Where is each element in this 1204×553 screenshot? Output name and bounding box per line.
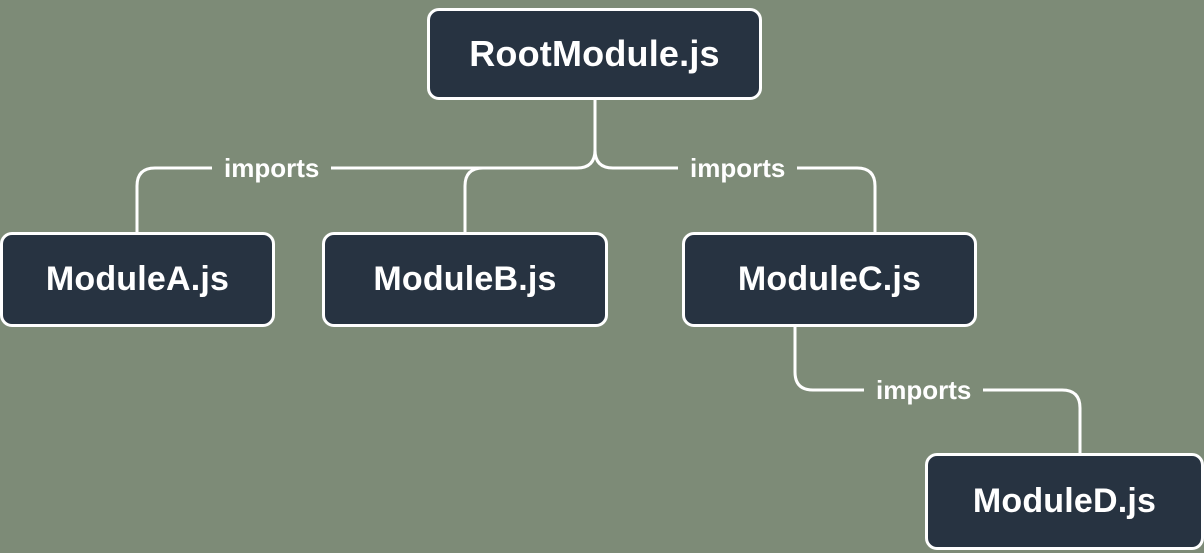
edge-label-imports-c-d: imports bbox=[864, 374, 984, 406]
connector-root-to-module-c bbox=[593, 148, 877, 234]
edge-label-imports-root-a: imports bbox=[212, 152, 332, 184]
node-module-b: ModuleB.js bbox=[322, 232, 608, 327]
connector-root-to-module-a bbox=[135, 98, 597, 234]
connector-root-to-module-b bbox=[463, 166, 485, 234]
edge-label-imports-root-c: imports bbox=[678, 152, 798, 184]
node-module-d: ModuleD.js bbox=[925, 453, 1204, 550]
node-module-c: ModuleC.js bbox=[682, 232, 977, 327]
node-root-module: RootModule.js bbox=[427, 8, 762, 100]
node-module-a: ModuleA.js bbox=[0, 232, 275, 327]
